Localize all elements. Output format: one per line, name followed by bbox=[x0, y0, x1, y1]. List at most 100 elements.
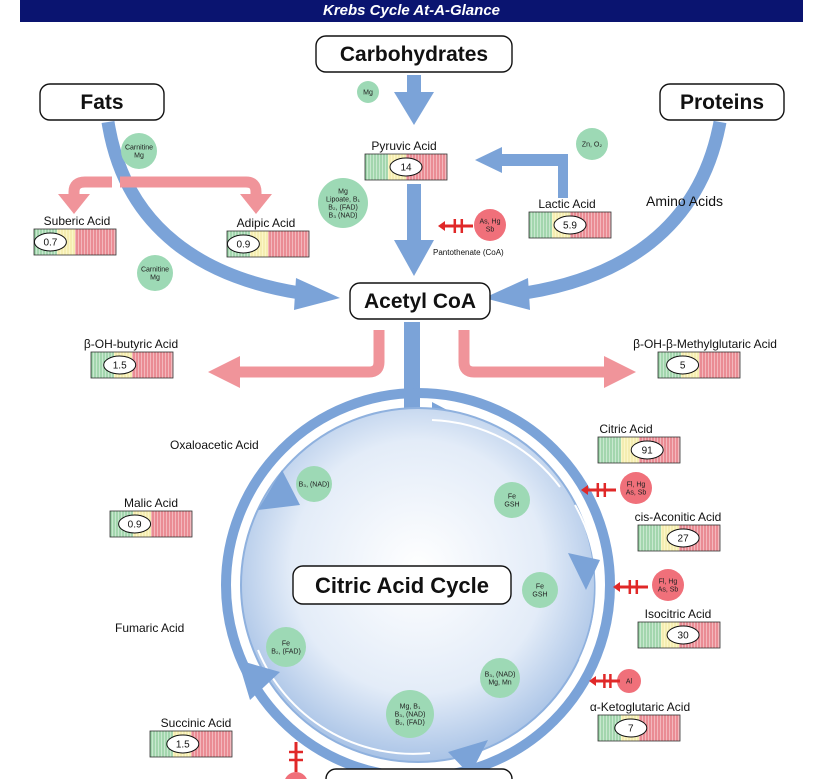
marker-label: α-Ketoglutaric Acid bbox=[590, 700, 690, 714]
bubble-text: Mg bbox=[150, 275, 160, 282]
bubble-text: Al bbox=[626, 679, 633, 686]
marker-suberic-acid: Suberic Acid 0.7 bbox=[33, 214, 117, 256]
inhibition-symbols bbox=[285, 219, 648, 779]
bubble-text: Mg bbox=[338, 189, 348, 196]
marker-value: 5 bbox=[680, 361, 686, 372]
marker-label: cis-Aconitic Acid bbox=[635, 510, 722, 524]
marker-value: 0.7 bbox=[43, 238, 57, 249]
bubble-text: Lipoate, B₁ bbox=[326, 197, 361, 204]
bubble-text: B₃, (NAD) bbox=[485, 672, 516, 679]
bubble-text: Mg, Mn bbox=[488, 680, 511, 687]
curved-arrows bbox=[101, 120, 727, 300]
marker-citric-acid: Citric Acid 91 bbox=[597, 422, 681, 464]
cofactor-bubble: Zn, O₂ bbox=[576, 128, 608, 160]
inhibition-icon bbox=[589, 674, 620, 688]
bubble-text: Fl, Hg bbox=[659, 579, 678, 586]
marker-value: 1.5 bbox=[176, 740, 190, 751]
pink-arrows bbox=[58, 176, 636, 388]
inhibition-icon bbox=[285, 742, 307, 779]
bubble-text: Sb bbox=[486, 227, 495, 234]
marker-label: β-OH-butyric Acid bbox=[84, 337, 178, 351]
marker-pyruvic-acid: Pyruvic Acid 14 bbox=[364, 139, 448, 181]
bubble-text: Carnitine bbox=[141, 267, 169, 274]
bubble-text: As, Sb bbox=[658, 587, 679, 594]
carbohydrates-label: Carbohydrates bbox=[340, 43, 488, 66]
bubble-text: B₂, (FAD) bbox=[328, 205, 358, 212]
marker-adipic-acid: Adipic Acid 0.9 bbox=[226, 216, 310, 258]
oxaloacetic-acid-label: Oxaloacetic Acid bbox=[170, 438, 259, 452]
amino-acids-label: Amino Acids bbox=[646, 193, 723, 209]
marker-malic-acid: Malic Acid 0.9 bbox=[109, 496, 193, 538]
marker-label: Citric Acid bbox=[599, 422, 652, 436]
next-box-partial bbox=[325, 768, 513, 779]
marker-value: 91 bbox=[642, 446, 654, 457]
inhibition-icon bbox=[581, 483, 616, 497]
marker-label: Adipic Acid bbox=[237, 216, 296, 230]
bubble-text: Fe bbox=[508, 494, 516, 501]
bubble-text: Fe bbox=[282, 641, 290, 648]
marker-oh-methylglutaric-acid: β-OH-β-Methylglutaric Acid 5 bbox=[633, 337, 777, 379]
marker-value: 7 bbox=[628, 724, 634, 735]
marker-value: 27 bbox=[678, 534, 690, 545]
fats-label: Fats bbox=[80, 91, 123, 114]
marker-cis-aconitic-acid: cis-Aconitic Acid 27 bbox=[635, 510, 722, 552]
marker-isocitric-acid: Isocitric Acid 30 bbox=[637, 607, 721, 649]
inhibition-icon bbox=[438, 219, 473, 233]
marker-label: Succinic Acid bbox=[161, 716, 232, 730]
fats-box bbox=[39, 83, 165, 121]
marker-label: β-OH-β-Methylglutaric Acid bbox=[633, 337, 777, 351]
marker-value: 0.9 bbox=[236, 240, 250, 251]
marker-label: Malic Acid bbox=[124, 496, 178, 510]
acetyl-coa-box bbox=[349, 282, 491, 320]
bubble-text: B₂, (FAD) bbox=[271, 649, 301, 656]
proteins-box bbox=[659, 83, 785, 121]
marker-value: 0.9 bbox=[128, 520, 142, 531]
bubble-text: Fl, Hg bbox=[627, 482, 646, 489]
bubble-text: B₃, (NAD) bbox=[299, 482, 330, 489]
marker-label: Isocitric Acid bbox=[645, 607, 712, 621]
carbohydrates-box bbox=[315, 35, 513, 73]
inhibition-icon bbox=[613, 580, 648, 594]
proteins-label: Proteins bbox=[680, 91, 764, 114]
bubble-text: Mg bbox=[134, 153, 144, 160]
marker-label: Pyruvic Acid bbox=[371, 139, 436, 153]
marker-value: 30 bbox=[678, 631, 690, 642]
bubble-text: As, Sb bbox=[626, 490, 647, 497]
bubble-text: As, Hg bbox=[479, 219, 500, 226]
marker-oh-butyric-acid: β-OH-butyric Acid 1.5 bbox=[84, 337, 178, 379]
cofactor-bubble: B₃, (NAD)Mg, Mn bbox=[480, 658, 520, 698]
fumaric-acid-label: Fumaric Acid bbox=[115, 621, 184, 635]
bubble-text: B₃, (NAD) bbox=[395, 712, 426, 719]
cofactor-bubble: B₃, (NAD) bbox=[296, 466, 332, 502]
marker-ketoglutaric-acid: α-Ketoglutaric Acid 7 bbox=[590, 700, 690, 742]
bubble-text: Fe bbox=[536, 584, 544, 591]
marker-lactic-acid: Lactic Acid 5.9 bbox=[528, 197, 612, 239]
marker-succinic-acid: Succinic Acid 1.5 bbox=[149, 716, 233, 758]
marker-value: 5.9 bbox=[563, 221, 577, 232]
banner-title: Krebs Cycle At-A-Glance bbox=[20, 0, 803, 22]
marker-label: Suberic Acid bbox=[44, 214, 111, 228]
bubble-text: GSH bbox=[504, 502, 519, 509]
cycle-label: Citric Acid Cycle bbox=[315, 573, 489, 598]
bubble-text: Mg bbox=[363, 90, 373, 97]
toxin-bubble: Al bbox=[617, 669, 641, 693]
marker-value: 1.5 bbox=[113, 361, 127, 372]
bubble-text: B₂, (FAD) bbox=[395, 720, 425, 727]
marker-label: Lactic Acid bbox=[538, 197, 595, 211]
bubble-text: Mg, B₁ bbox=[400, 704, 421, 711]
marker-value: 14 bbox=[400, 163, 412, 174]
pantothenate-label: Pantothenate (CoA) bbox=[433, 248, 504, 257]
